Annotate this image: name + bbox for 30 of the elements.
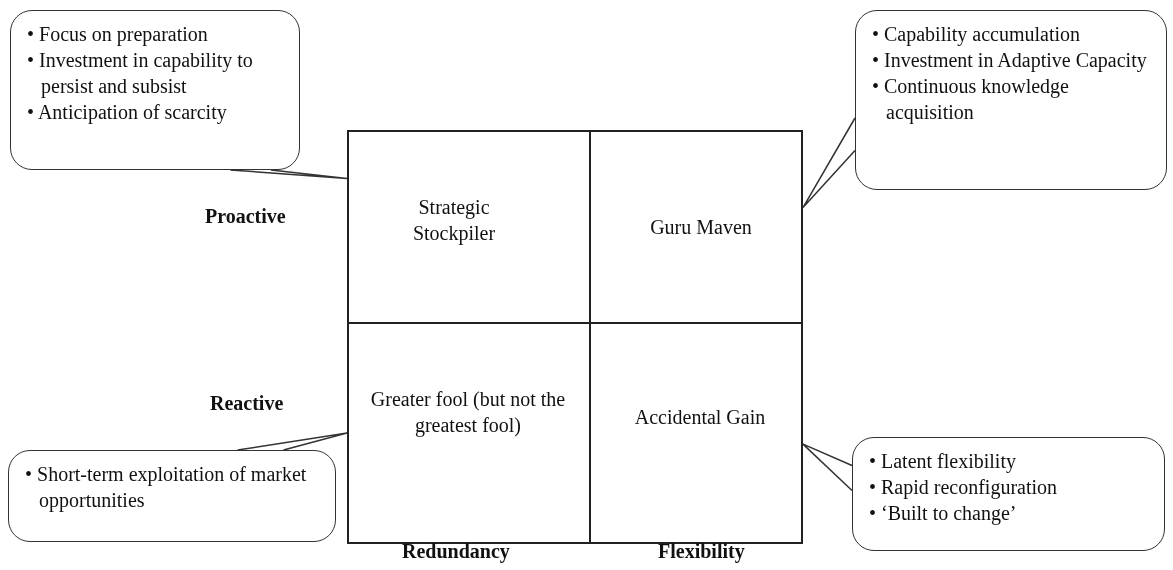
bullet-item: • Rapid reconfiguration [869, 475, 1059, 500]
bullet-item: • Investment in capability to persist and subsist [27, 48, 254, 99]
callout-tail [229, 169, 348, 180]
axis-label: Flexibility [658, 540, 745, 563]
bullet-item: • Investment in Adaptive Capacity [872, 48, 1148, 73]
callout-bubble [852, 437, 1165, 551]
quadrant-label: Greater fool (but not the greatest fool) [369, 387, 567, 438]
callout-bubble [855, 10, 1167, 190]
bullet-item: • Anticipation of scarcity [27, 100, 228, 125]
axis-label: Reactive [210, 392, 284, 415]
quadrant-cell [589, 322, 803, 544]
bullet-item: • Capability accumulation [872, 22, 1082, 47]
quadrant-label: Strategic Stockpiler [411, 195, 497, 246]
bullet-item: • Short-term exploitation of market opportunities [25, 462, 308, 513]
bullet-item: • Focus on preparation [27, 22, 209, 47]
quadrant-cell [347, 322, 591, 544]
callout-tail [802, 443, 853, 492]
callout-bubble [8, 450, 336, 542]
quadrant-cell [347, 130, 591, 324]
quadrant-label: Guru Maven [649, 215, 753, 240]
quadrant-label: Accidental Gain [633, 405, 767, 430]
quadrant-cell [589, 130, 803, 324]
bullet-item: • Continuous knowledge acquisition [872, 74, 1070, 125]
bullet-item: • ‘Built to change’ [869, 501, 1018, 526]
axis-label: Proactive [205, 205, 286, 228]
bullet-item: • Latent flexibility [869, 449, 1017, 474]
axis-label: Redundancy [402, 540, 510, 563]
callout-tail [802, 117, 856, 209]
callout-bubble [10, 10, 300, 170]
callout-tail [236, 432, 348, 451]
